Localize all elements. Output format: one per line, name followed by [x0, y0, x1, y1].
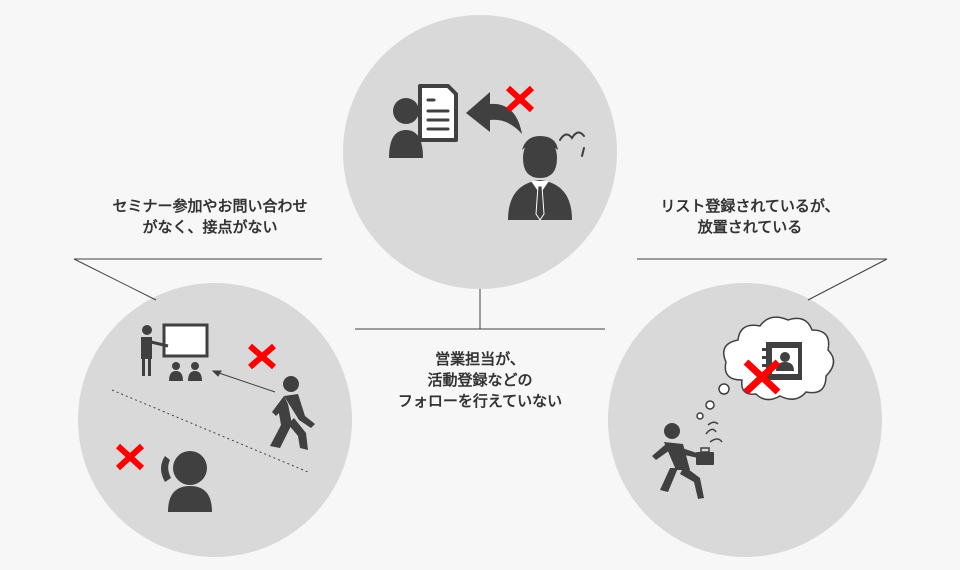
- sweat-drops-icon: [705, 421, 723, 443]
- cross-mark-icon: [743, 359, 781, 395]
- caption-right-line1: リスト登録されているが、: [660, 197, 840, 215]
- caption-left-line2: がなく、接点がない: [142, 218, 278, 236]
- cross-mark-icon: [505, 85, 535, 113]
- whiteboard-icon: [162, 323, 209, 358]
- caption-left: セミナー参加やお問い合わせ がなく、接点がない: [60, 196, 360, 238]
- document-icon: [418, 84, 458, 142]
- return-arrow-icon: [466, 92, 522, 134]
- caption-center: 営業担当が、 活動登録などの フォローを行えていない: [360, 349, 600, 412]
- caption-center-line3: フォローを行えていない: [397, 392, 563, 410]
- running-businessman-icon: [652, 423, 714, 499]
- presenter-icon: [141, 325, 169, 376]
- walking-person-icon: [270, 376, 315, 450]
- center-callout-lines: [355, 289, 605, 330]
- phone-person-icon: [161, 451, 212, 512]
- person-icon: [389, 98, 423, 158]
- dotted-divider: [111, 389, 309, 473]
- irritation-mark-icon: [559, 131, 585, 157]
- caption-right-line2: 放置されている: [697, 218, 803, 236]
- caption-left-line1: セミナー参加やお問い合わせ: [112, 197, 308, 215]
- pointer-line: [211, 370, 276, 393]
- left-callout-lines: [73, 258, 322, 301]
- cross-mark-icon: [248, 343, 276, 370]
- businessman-icon: [508, 136, 572, 221]
- right-callout-lines: [637, 258, 888, 301]
- caption-center-line1: 営業担当が、: [435, 350, 525, 368]
- caption-center-line2: 活動登録などの: [427, 371, 533, 389]
- caption-right: リスト登録されているが、 放置されている: [600, 196, 900, 238]
- left-circle: [78, 283, 352, 557]
- right-circle: [608, 283, 882, 557]
- center-circle: [343, 15, 617, 289]
- cross-mark-icon: [115, 443, 145, 471]
- audience-icon: [169, 362, 202, 381]
